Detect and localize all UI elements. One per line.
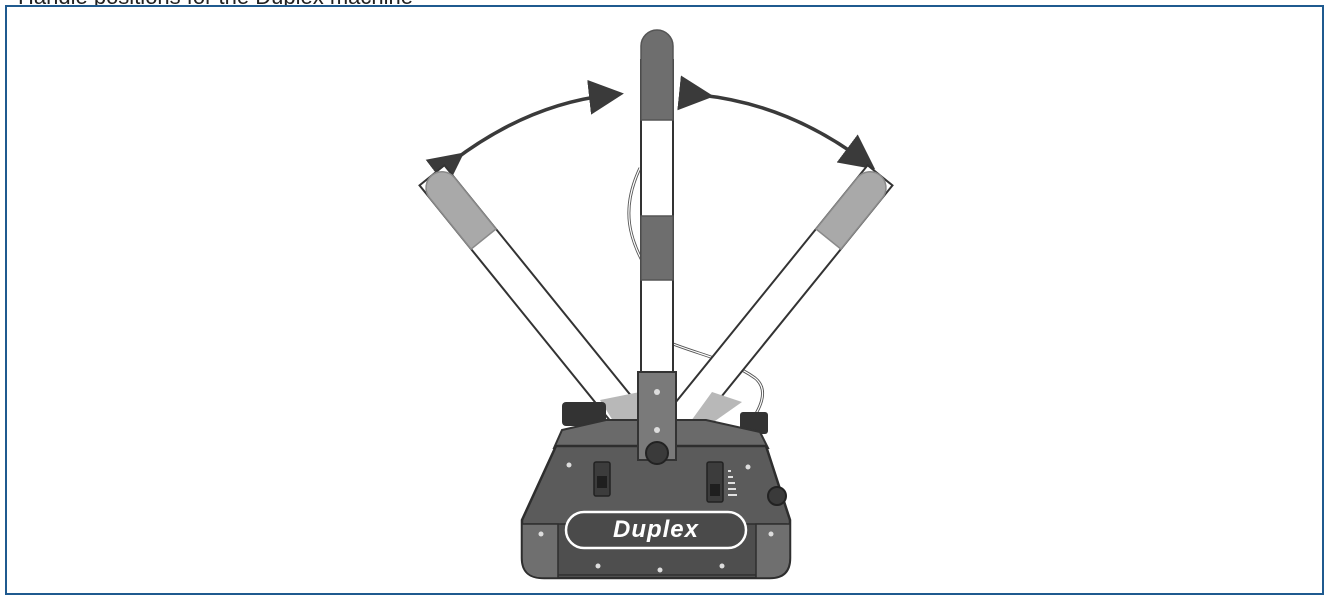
double-arrow-left-icon (425, 79, 624, 188)
top-caption-strip: Handle positions for the Duplex machine (0, 0, 1331, 10)
control-knob (767, 486, 787, 506)
handle-center-position (637, 29, 677, 465)
double-arrow-right-icon (677, 75, 876, 170)
duplex-logo-icon: Duplex (564, 510, 748, 550)
handle-right-position (642, 163, 894, 464)
pivot-knob (645, 441, 669, 465)
logo-brand-text: Duplex (613, 516, 700, 543)
machine-body: Duplex (520, 402, 792, 580)
caption-text: Handle positions for the Duplex machine (18, 0, 413, 9)
